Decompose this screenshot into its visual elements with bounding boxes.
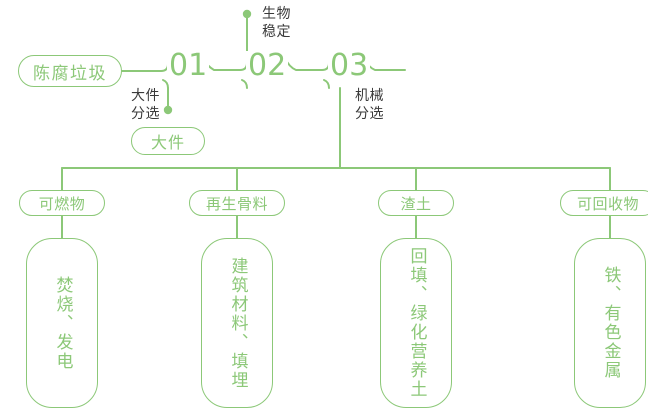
node-detail-4[interactable]: 铁、有色金属 [574,238,646,408]
node-category-4-label: 可回收物 [576,194,639,213]
step-number-02[interactable]: 02 [246,48,289,83]
note-01-line1: 大件 [131,88,160,104]
node-detail-1-text: 焚烧、发电 [52,275,73,371]
node-category-1[interactable]: 可燃物 [19,190,105,216]
note-03-line1: 机械 [355,88,384,104]
node-root[interactable]: 陈腐垃圾 [18,55,122,87]
wire-root-to-01 [121,51,169,72]
node-output-bulky[interactable]: 大件 [131,127,205,155]
note-01-line2: 分选 [131,105,160,122]
note-03-line2: 分选 [355,105,384,122]
node-detail-2-text: 建筑材料、填埋 [227,256,248,390]
node-category-2-label: 再生骨料 [205,194,268,213]
node-output-bulky-label: 大件 [150,133,185,152]
endpoint-dot-02 [242,9,252,19]
node-detail-1[interactable]: 焚烧、发电 [26,238,98,408]
note-step-01: 大件 分选 [131,88,160,123]
node-category-3[interactable]: 渣土 [378,190,454,216]
node-category-4[interactable]: 可回收物 [560,190,648,216]
step-03-text: 03 [330,48,369,83]
wire-01-hook [162,79,169,89]
note-02-line1: 生物 [262,6,291,22]
wire-02-hook [241,79,248,89]
node-detail-3[interactable]: 回填、绿化营养土 [380,238,452,408]
endpoint-dot-01 [163,105,173,115]
step-number-03[interactable]: 03 [328,48,371,83]
note-02-line2: 稳定 [262,23,291,40]
note-step-03: 机械 分选 [355,88,384,123]
note-step-02: 生物 稳定 [262,6,291,41]
node-detail-3-text: 回填、绿化营养土 [406,247,427,399]
step-02-text: 02 [248,48,287,83]
step-number-01[interactable]: 01 [167,48,210,83]
node-detail-2[interactable]: 建筑材料、填埋 [201,238,273,408]
node-category-1-label: 可燃物 [38,194,86,213]
wire-03-hook [323,79,330,89]
node-root-label: 陈腐垃圾 [33,63,107,84]
node-detail-4-text: 铁、有色金属 [600,266,621,380]
node-category-3-label: 渣土 [400,194,432,213]
step-01-text: 01 [169,48,208,83]
node-category-2[interactable]: 再生骨料 [189,190,285,216]
